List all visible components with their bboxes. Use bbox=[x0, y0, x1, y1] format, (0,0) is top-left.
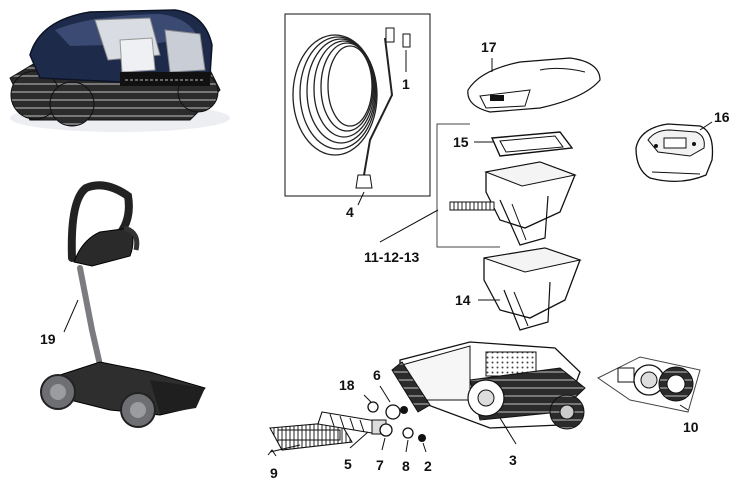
label-19: 19 bbox=[40, 331, 56, 347]
chassis-track-left bbox=[391, 361, 431, 413]
label-5: 5 bbox=[344, 456, 352, 472]
brush-part: 9 bbox=[267, 421, 353, 479]
cable-assembly: 1 4 bbox=[284, 13, 431, 220]
filter-mesh-insert bbox=[449, 201, 495, 211]
callout-line-2 bbox=[422, 442, 427, 453]
label-15: 15 bbox=[453, 134, 469, 150]
callout-line-4 bbox=[357, 191, 365, 206]
label-14: 14 bbox=[455, 292, 471, 308]
robot-cleaner-image bbox=[9, 9, 230, 132]
label-11-12-13: 11-12-13 bbox=[364, 249, 419, 265]
callout-line-10 bbox=[679, 404, 689, 411]
cart-pole bbox=[77, 265, 103, 368]
label-1: 1 bbox=[402, 76, 410, 92]
chassis-part: 3 bbox=[391, 341, 586, 468]
label-2: 2 bbox=[424, 458, 432, 474]
wheel-hub-cap bbox=[617, 367, 635, 383]
label-18: 18 bbox=[339, 377, 355, 393]
filter-canister-part: 11-12-13 bbox=[364, 161, 577, 265]
bushing-6 bbox=[385, 404, 401, 420]
filter-frame-part: 15 bbox=[453, 131, 574, 157]
top-cover-part: 17 bbox=[467, 39, 601, 113]
screw-2 bbox=[418, 434, 426, 442]
callout-line-16 bbox=[699, 121, 713, 131]
callout-line-3 bbox=[499, 417, 517, 445]
label-10: 10 bbox=[683, 419, 699, 435]
label-3: 3 bbox=[509, 452, 517, 468]
cable-plug-bottom bbox=[355, 174, 373, 189]
callout-line-19 bbox=[63, 299, 79, 333]
callout-line-7 bbox=[381, 437, 386, 451]
filter-group-bracket bbox=[436, 123, 500, 248]
label-16: 16 bbox=[714, 109, 730, 125]
small-fittings: 18 6 7 8 2 bbox=[339, 367, 432, 474]
cable-plug-top bbox=[385, 27, 395, 43]
wheel-kit-part: 10 bbox=[597, 356, 701, 435]
cable-box-frame bbox=[284, 13, 431, 197]
label-6: 6 bbox=[373, 367, 381, 383]
washer-18 bbox=[367, 401, 379, 413]
label-9: 9 bbox=[270, 465, 278, 479]
label-17: 17 bbox=[481, 39, 497, 55]
gear-7 bbox=[379, 423, 393, 437]
callout-line-6 bbox=[379, 385, 391, 403]
swivel-connector bbox=[402, 33, 411, 48]
caddy-cart-image: 19 bbox=[40, 181, 206, 428]
label-8: 8 bbox=[402, 458, 410, 474]
callout-line-18 bbox=[363, 394, 372, 403]
callout-line-5 bbox=[349, 431, 369, 449]
power-supply-part: 16 bbox=[635, 109, 730, 182]
clip-8 bbox=[402, 427, 414, 439]
label-4: 4 bbox=[346, 204, 354, 220]
filter-basket-part: 14 bbox=[455, 247, 582, 331]
label-7: 7 bbox=[376, 457, 384, 473]
track-wheel-front bbox=[49, 81, 95, 127]
callout-line-8 bbox=[405, 439, 409, 453]
callout-line-11-13 bbox=[379, 209, 439, 243]
